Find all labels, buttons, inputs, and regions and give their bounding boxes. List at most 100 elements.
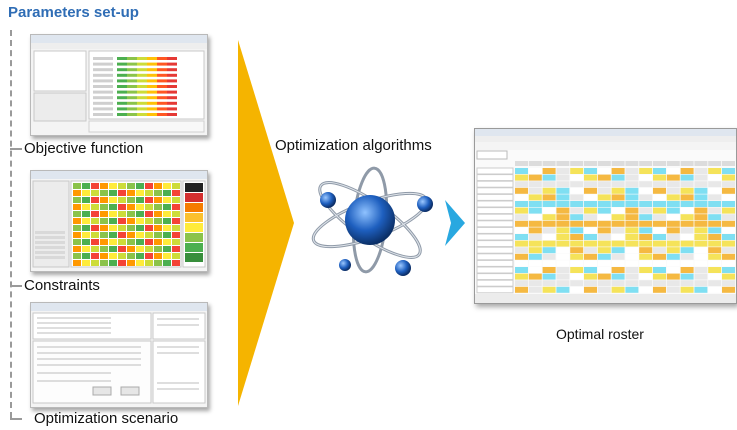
thumbnail-cell [653, 161, 666, 166]
thumbnail-cell [542, 286, 556, 293]
thumbnail-cell [145, 204, 153, 210]
thumbnail-cell [680, 214, 694, 221]
thumbnail-cell [93, 113, 113, 116]
thumbnail-cell [722, 161, 735, 166]
thumbnail-cell [611, 234, 625, 240]
thumbnail-cell [127, 183, 135, 189]
thumbnail-cell [666, 227, 680, 234]
thumbnail-cell [722, 286, 735, 293]
thumbnail-cell [100, 260, 108, 266]
thumbnail-cell [127, 68, 137, 72]
thumbnail-cell [185, 243, 203, 252]
thumbnail-cell [722, 207, 735, 214]
thumbnail-cell [666, 260, 680, 267]
thumbnail-cell [722, 181, 735, 188]
thumbnail-cell [117, 85, 127, 88]
thumbnail-cell [653, 194, 666, 201]
thumbnail-cell [163, 204, 171, 210]
thumbnail-cell [556, 181, 570, 188]
thumbnail-cell [167, 79, 177, 83]
thumbnail-cell [154, 239, 162, 245]
thumbnail-cell [666, 201, 680, 207]
thumbnail-cell [639, 174, 653, 181]
thumbnail-cell [680, 273, 694, 280]
thumbnail-cell [82, 260, 90, 266]
atom-icon [311, 166, 433, 276]
thumbnail-cell [528, 220, 542, 227]
thumbnail-cell [157, 113, 167, 116]
thumbnail-cell [515, 267, 528, 273]
thumbnail-cell [154, 232, 162, 238]
thumbnail-cell [584, 260, 597, 267]
thumbnail-cell [653, 181, 666, 188]
thumbnail-cell [570, 267, 584, 273]
thumbnail-cell [556, 280, 570, 287]
thumbnail-cell [136, 246, 144, 252]
thumbnail-cell [118, 253, 126, 259]
thumbnail-cell [172, 218, 180, 224]
thumbnail-cell [708, 247, 722, 254]
thumbnail-cell [167, 68, 177, 72]
thumbnail-cell [163, 232, 171, 238]
thumbnail-cell [157, 62, 167, 66]
thumbnail-cell [137, 62, 147, 66]
thumbnail-cell [694, 174, 708, 181]
thumbnail-cell [570, 273, 584, 280]
thumbnail-cell [666, 273, 680, 280]
thumbnail-cell [708, 161, 722, 166]
thumbnail-cell [708, 207, 722, 214]
thumbnail-cell [100, 232, 108, 238]
thumbnail-cell [109, 197, 117, 203]
thumbnail-cell [127, 96, 137, 100]
thumbnail-cell [584, 273, 597, 280]
thumbnail-cell [118, 204, 126, 210]
thumbnail-cell [625, 234, 639, 240]
thumbnail-cell [639, 161, 653, 166]
thumbnail-cell [611, 214, 625, 221]
thumbnail-cell [157, 79, 167, 83]
optimization-scenario-screenshot [30, 302, 208, 408]
thumbnail-cell [118, 232, 126, 238]
thumbnail-cell [528, 207, 542, 214]
thumbnail-cell [82, 232, 90, 238]
thumbnail-cell [476, 180, 514, 188]
thumbnail-cell [163, 253, 171, 259]
thumbnail-cell [556, 267, 570, 273]
thumbnail-cell [639, 214, 653, 221]
thumbnail-cell [147, 107, 157, 111]
thumbnail-cell [118, 183, 126, 189]
thumbnail-cell [666, 168, 680, 174]
thumbnail-cell [708, 253, 722, 260]
thumbnail-cell [570, 207, 584, 214]
thumbnail-cell [680, 234, 694, 240]
thumbnail-cell [542, 214, 556, 221]
objective-function-screenshot [30, 34, 208, 136]
thumbnail-cell [597, 207, 611, 214]
thumbnail-cell [91, 239, 99, 245]
thumbnail-cell [147, 62, 157, 66]
thumbnail-cell [145, 190, 153, 196]
thumbnail-cell [666, 253, 680, 260]
thumbnail-cell [556, 240, 570, 247]
thumbnail-cell [515, 247, 528, 254]
thumbnail-cell [127, 113, 137, 116]
thumbnail-cell [639, 201, 653, 207]
thumbnail-cell [694, 220, 708, 227]
thumbnail-cell [118, 190, 126, 196]
thumbnail-cell [147, 113, 157, 116]
thumbnail-cell [611, 247, 625, 254]
thumbnail-cell [145, 225, 153, 231]
thumbnail-cell [542, 207, 556, 214]
thumbnail-cell [127, 211, 135, 217]
thumbnail-cell [117, 62, 127, 66]
small-arrow-icon [445, 200, 465, 246]
thumbnail-cell [611, 260, 625, 267]
thumbnail-cell [109, 260, 117, 266]
thumbnail-cell [680, 194, 694, 201]
thumbnail-cell [570, 181, 584, 188]
thumbnail-cell [542, 260, 556, 267]
thumbnail-cell [136, 197, 144, 203]
thumbnail-cell [117, 90, 127, 94]
thumbnail-cell [694, 273, 708, 280]
thumbnail-cell [556, 260, 570, 267]
